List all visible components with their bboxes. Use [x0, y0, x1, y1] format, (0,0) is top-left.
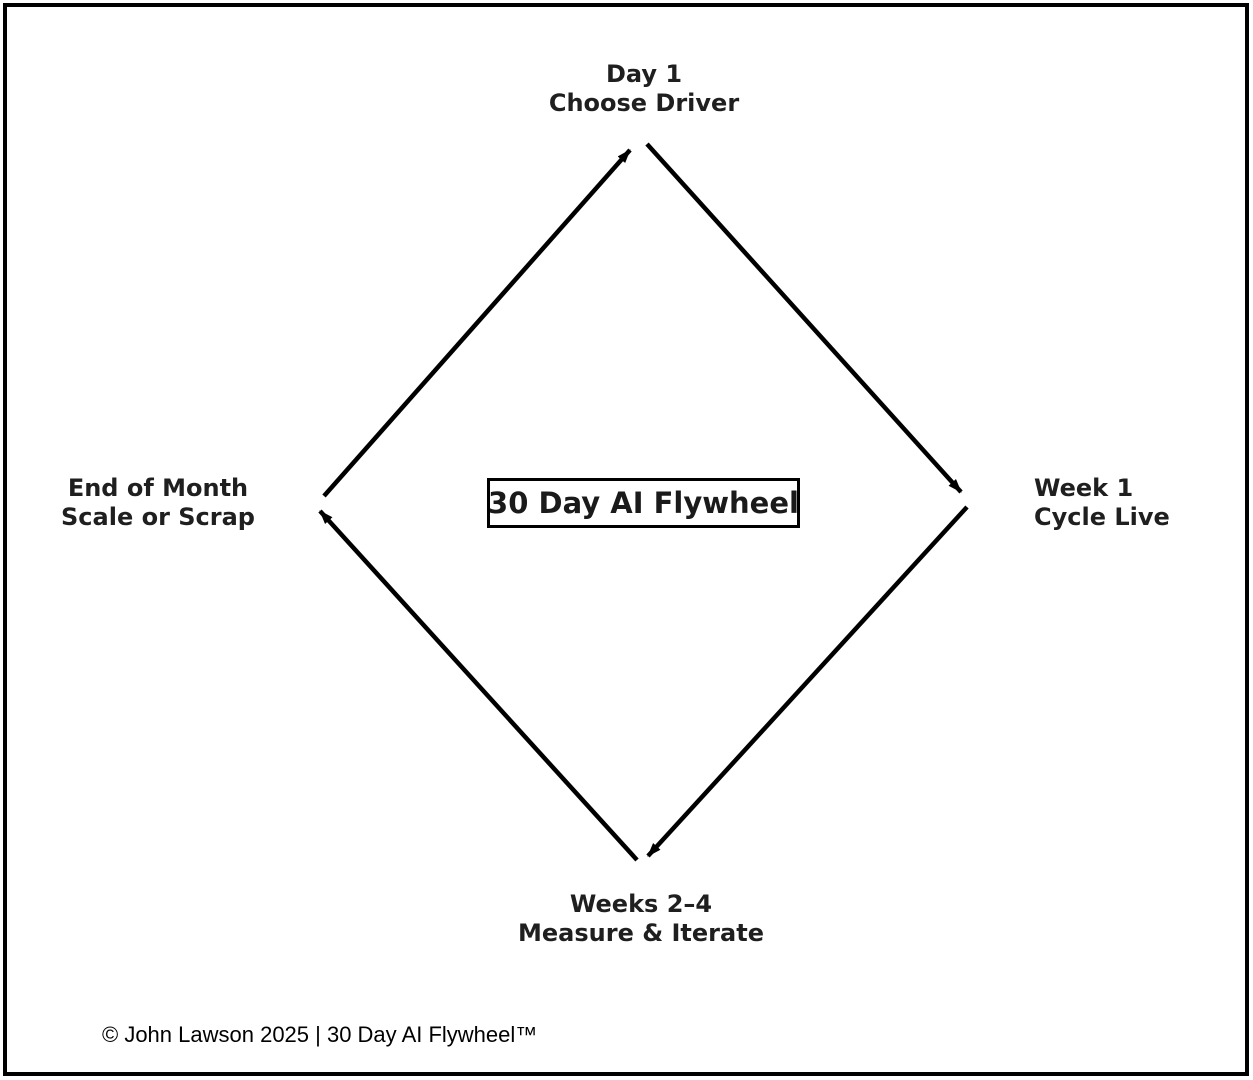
node-week1: Week 1 Cycle Live — [1034, 474, 1170, 532]
copyright-text: © John Lawson 2025 | 30 Day AI Flywheel™ — [102, 1022, 538, 1047]
node-end-of-month-line2: Scale or Scrap — [61, 503, 255, 531]
node-end-of-month-line1: End of Month — [67, 474, 249, 502]
center-title-box: 30 Day AI Flywheel — [487, 478, 800, 528]
center-title: 30 Day AI Flywheel — [488, 486, 799, 520]
arrow-bottom-to-left-icon — [318, 509, 639, 862]
node-day1-line2: Choose Driver — [548, 89, 740, 117]
node-weeks2to4: Weeks 2–4 Measure & Iterate — [518, 890, 764, 948]
node-weeks2to4-line1: Weeks 2–4 — [569, 890, 713, 918]
arrow-left-to-top-icon — [322, 148, 632, 498]
arrow-right-to-bottom-icon — [646, 505, 969, 858]
node-day1: Day 1 Choose Driver — [549, 60, 739, 118]
node-week1-line2: Cycle Live — [1034, 503, 1170, 531]
node-week1-line1: Week 1 — [1034, 474, 1134, 502]
node-day1-line1: Day 1 — [605, 60, 683, 88]
node-end-of-month: End of Month Scale or Scrap — [61, 474, 255, 532]
node-weeks2to4-line2: Measure & Iterate — [518, 919, 764, 947]
arrow-top-to-right-icon — [645, 142, 963, 494]
